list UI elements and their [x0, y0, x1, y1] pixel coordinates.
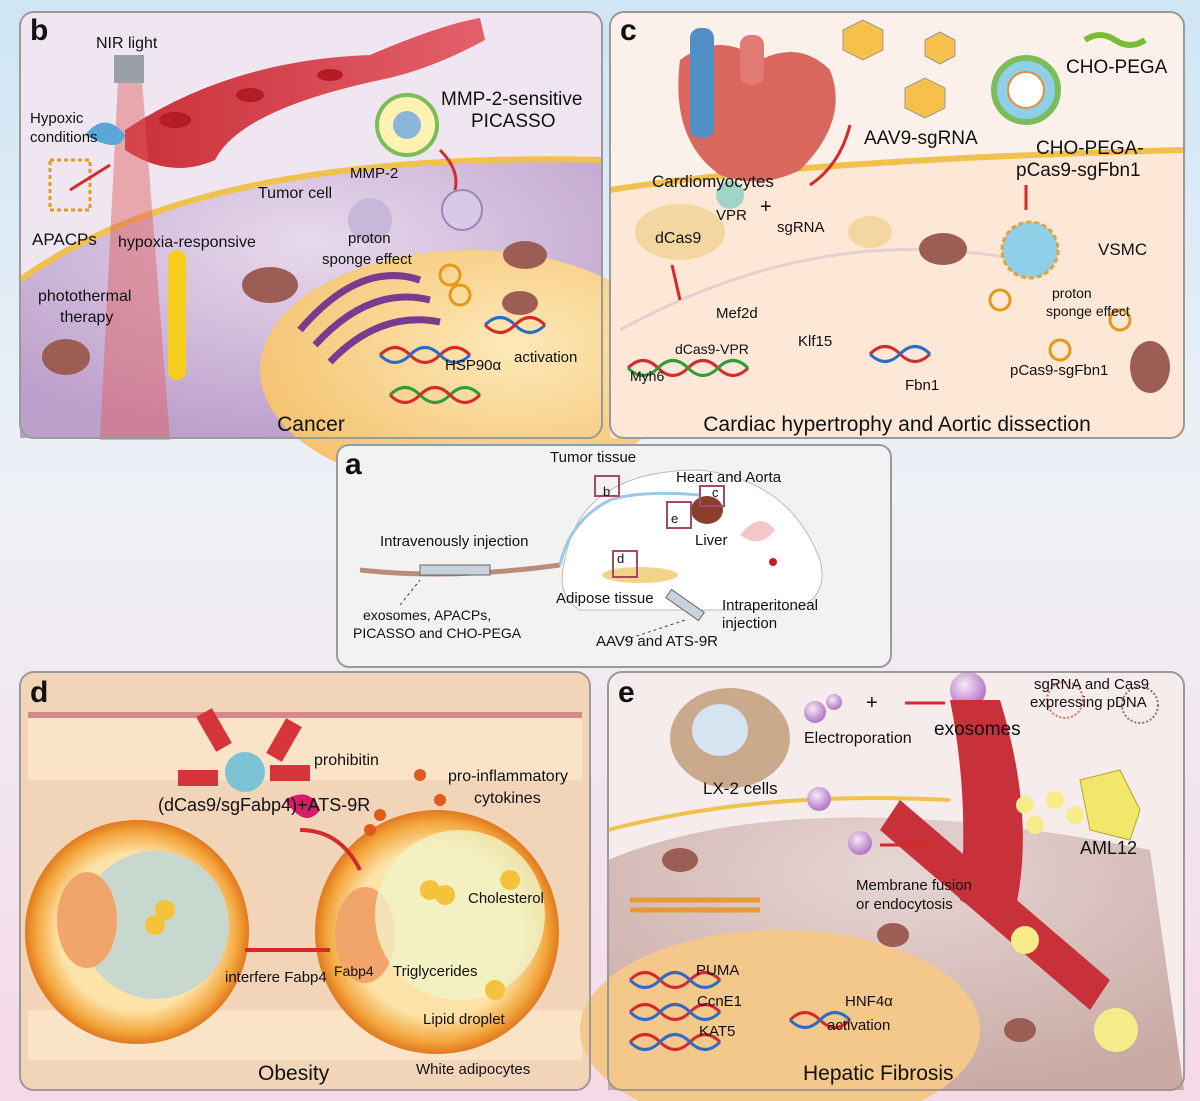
hypoxia-responsive-label: hypoxia-responsive [118, 234, 256, 251]
myh6-label: Myh6 [630, 368, 665, 384]
nir-light-label: NIR light [96, 35, 158, 52]
prohibitin-label: prohibitin [314, 752, 379, 769]
interfere-fabp4-label: interfere Fabp4 [225, 969, 327, 986]
apacps-label: APACPs [32, 230, 97, 249]
puma-label: PUMA [696, 962, 740, 979]
fbn1-label: Fbn1 [905, 377, 940, 394]
panel-b-art [18, 12, 680, 490]
pro-inflammatory-label-2: cytokines [474, 790, 541, 807]
panel-b-label: b [30, 14, 49, 47]
membrane-fusion-label-2: or endocytosis [856, 896, 953, 913]
panel-b-caption: Cancer [277, 413, 345, 436]
sgrna-label: sgRNA [777, 219, 825, 236]
panel-d-art [20, 672, 590, 1090]
liver-label: Liver [695, 532, 728, 549]
box-d-label: d [617, 551, 625, 566]
hypoxic-label-1: Hypoxic [30, 110, 84, 127]
aav9-sgrna-label: AAV9-sgRNA [864, 128, 978, 149]
proton-label-c-1: proton [1052, 285, 1092, 301]
plus-sign-e: + [866, 692, 878, 714]
photothermal-label-1: photothermal [38, 288, 132, 305]
white-adipocytes-label: White adipocytes [416, 1061, 531, 1078]
heart-aorta-label: Heart and Aorta [676, 469, 782, 486]
dcas9-sgfabp4-label: (dCas9/sgFabp4)+ATS-9R [158, 795, 371, 815]
panel-c-caption: Cardiac hypertrophy and Aortic dissectio… [703, 413, 1091, 436]
panel-d-label: d [30, 676, 49, 709]
mef2d-label: Mef2d [716, 305, 758, 322]
kat5-label: KAT5 [699, 1023, 736, 1040]
box-c-label: c [712, 485, 719, 500]
plus-sign-c: + [760, 196, 772, 218]
panel-e-label: e [618, 676, 635, 709]
cho-pega-cas-label-1: CHO-PEGA- [1036, 138, 1144, 159]
panel-c-label: c [620, 14, 637, 47]
mmp2-sensitive-label-2: PICASSO [471, 111, 556, 132]
panel-c-art [609, 12, 1185, 438]
cardiomyocytes-label: Cardiomyocytes [652, 172, 774, 191]
cho-pega-cas-label-2: pCas9-sgFbn1 [1016, 160, 1141, 181]
triglycerides-label: Triglycerides [393, 963, 478, 980]
carriers-label-2: PICASSO and CHO-PEGA [353, 625, 522, 641]
electroporation-label: Electroporation [804, 730, 912, 747]
panel-a-label: a [345, 448, 362, 481]
panel-e-art [580, 672, 1184, 1101]
cholesterol-label: Cholesterol [468, 890, 544, 907]
panel-a-art [337, 445, 891, 667]
box-b-label: b [603, 484, 611, 499]
pro-inflammatory-label-1: pro-inflammatory [448, 768, 569, 785]
mmp2-label: MMP-2 [350, 165, 399, 182]
vpr-label: VPR [716, 207, 747, 224]
pcas9-sgfbn1-label: pCas9-sgFbn1 [1010, 362, 1109, 379]
ip-label-1: Intraperitoneal [722, 597, 818, 614]
sgrna-cas9-label-1: sgRNA and Cas9 [1034, 676, 1150, 693]
mmp2-sensitive-label-1: MMP-2-sensitive [441, 89, 583, 110]
ip-label-2: injection [722, 615, 778, 632]
photothermal-label-2: therapy [60, 309, 114, 326]
proton-label-c-2: sponge effect [1046, 303, 1130, 319]
activation-label-e: activation [827, 1017, 891, 1034]
membrane-fusion-label-1: Membrane fusion [856, 877, 972, 894]
cho-pega-label: CHO-PEGA [1066, 57, 1168, 78]
adipose-label: Adipose tissue [556, 590, 654, 607]
carriers-label-1: exosomes, APACPs, [363, 607, 492, 623]
sgrna-cas9-label-2: expressing pDNA [1030, 694, 1147, 711]
klf15-label: Klf15 [798, 333, 833, 350]
lipid-droplet-label: Lipid droplet [423, 1011, 505, 1028]
panel-d-caption: Obesity [258, 1062, 330, 1085]
dcas9-label: dCas9 [655, 230, 702, 247]
proton-label-b-1: proton [348, 230, 391, 247]
tumor-cell-label: Tumor cell [258, 185, 333, 202]
fabp4-label: Fabp4 [334, 963, 374, 979]
proton-label-b-2: sponge effect [322, 251, 412, 268]
iv-injection-label: Intravenously injection [380, 533, 529, 550]
panel-e-caption: Hepatic Fibrosis [803, 1062, 954, 1085]
ccne1-label: CcnE1 [697, 993, 743, 1010]
hnf4a-label: HNF4α [845, 993, 893, 1010]
tumor-tissue-label: Tumor tissue [550, 449, 637, 466]
aml12-label: AML12 [1080, 838, 1138, 858]
aav9-ats-label: AAV9 and ATS-9R [596, 633, 719, 650]
dcas9-vpr-label: dCas9-VPR [675, 341, 749, 357]
activation-label-b: activation [514, 349, 578, 366]
exosomes-label: exosomes [934, 719, 1021, 740]
lx2-cells-label: LX-2 cells [703, 779, 778, 798]
box-e-label: e [671, 511, 679, 526]
hypoxic-label-2: conditions [30, 129, 98, 146]
vsmc-label: VSMC [1098, 240, 1148, 259]
hsp90a-label: HSP90α [445, 357, 502, 374]
